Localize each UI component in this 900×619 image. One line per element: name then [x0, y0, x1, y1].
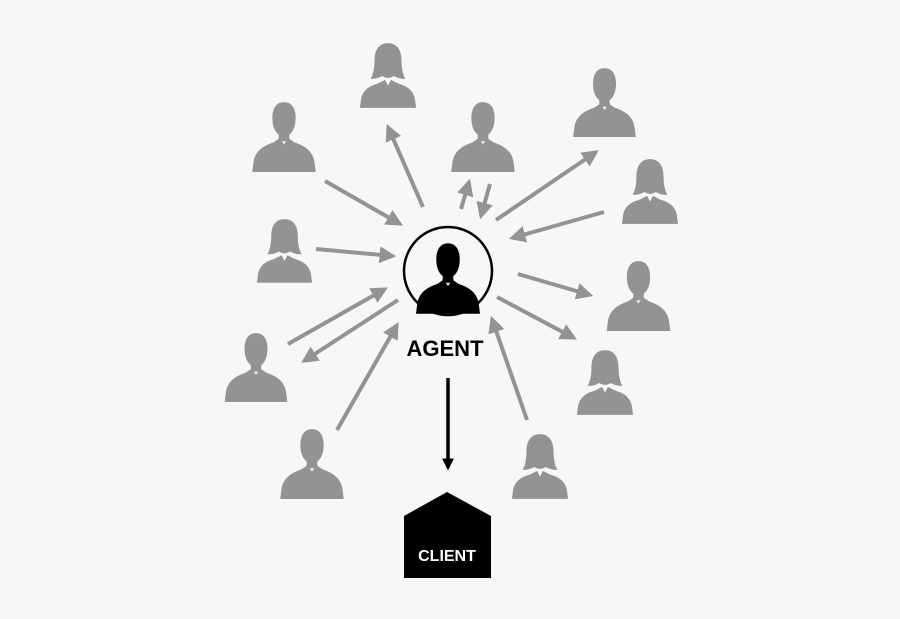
- arrow-from-agent: [494, 150, 599, 222]
- male-user-icon: [252, 102, 316, 172]
- agent-node: AGENT: [402, 225, 494, 361]
- client-node: CLIENT: [404, 492, 491, 578]
- arrow-from-agent: [385, 123, 425, 208]
- male-user-icon: [451, 102, 515, 172]
- female-user-icon: [511, 434, 569, 499]
- arrow-to-agent: [287, 287, 388, 346]
- arrow-to-agent: [508, 210, 605, 243]
- arrow-from-agent: [496, 295, 577, 340]
- connection-arrows: [287, 123, 605, 431]
- female-user-icon: [576, 350, 634, 415]
- female-user-icon: [359, 43, 417, 108]
- house-icon: [404, 492, 491, 578]
- female-user-icon: [621, 159, 679, 224]
- arrow-to-agent: [335, 322, 399, 431]
- female-user-icon: [256, 219, 313, 283]
- client-label: CLIENT: [418, 548, 476, 565]
- male-user-icon: [224, 333, 288, 402]
- male-user-icon: [573, 68, 636, 137]
- arrow-from-agent: [301, 298, 400, 363]
- agent-label: AGENT: [407, 336, 485, 361]
- male-user-icon: [606, 261, 671, 331]
- arrow-to-agent: [315, 246, 397, 264]
- arrow-from-agent: [457, 178, 474, 210]
- arrow-to-agent: [476, 183, 493, 220]
- arrow-to-agent: [488, 315, 529, 421]
- arrow-from-agent: [517, 272, 594, 300]
- arrow-to-agent: [324, 179, 403, 226]
- male-user-icon: [280, 429, 344, 499]
